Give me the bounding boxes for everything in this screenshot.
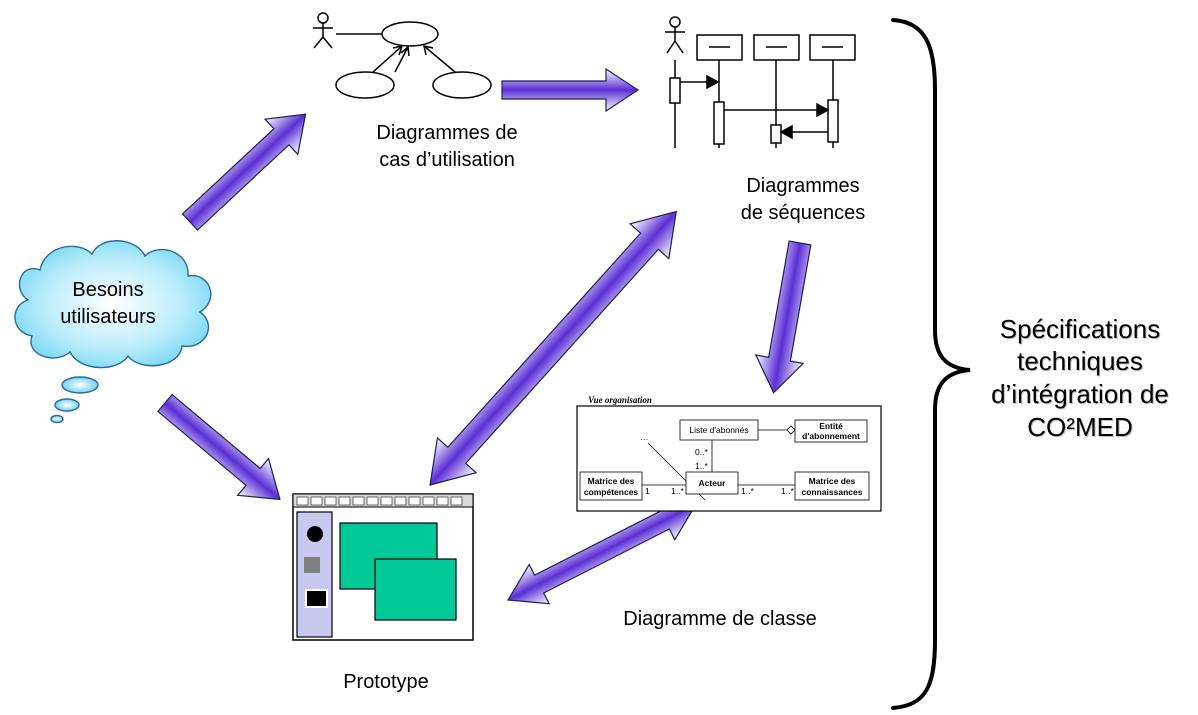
arrow-needs-to-usecase — [181, 113, 307, 231]
sequence-label-line2: de séquences — [741, 202, 866, 224]
usecase-diagram-icon — [313, 12, 492, 99]
class-acteur-label: Acteur — [699, 478, 727, 488]
class-liste-label: Liste d'abonnés — [689, 425, 748, 435]
mult-liste: 0..* — [695, 447, 708, 457]
class-entite-abonnement — [794, 419, 868, 443]
sequence-diagram-icon — [665, 16, 856, 148]
specs-label-group: Spécifications techniques d’intégration … — [991, 314, 1169, 442]
class-diagram-box: Vue organisation … Liste d'abonnés Entit… — [576, 395, 882, 512]
toolbar-icon-row — [296, 496, 463, 506]
black-square-icon — [305, 589, 328, 608]
needs-label-line1: Besoins — [72, 279, 143, 301]
class-matrice-connaissances — [794, 471, 870, 501]
ellipsis-text: … — [640, 432, 649, 442]
prototype-mockup — [292, 493, 474, 641]
class-competences-line2: compétences — [584, 487, 639, 497]
class-diagram-label: Diagramme de classe — [623, 608, 816, 630]
mult-left-2: 1..* — [671, 486, 684, 496]
mult-right-1: 1..* — [741, 486, 754, 496]
radio-circle-icon — [307, 526, 323, 542]
mult-left-1: 1 — [645, 486, 650, 496]
class-entite-line2: d'abonnement — [802, 431, 860, 441]
arrow-prototype-sequence-double — [429, 210, 677, 486]
sequence-label-line1: Diagrammes — [746, 175, 859, 197]
class-connaissances-line2: connaissances — [802, 487, 863, 497]
arrow-needs-to-prototype — [157, 393, 281, 501]
arrow-usecase-to-sequence — [501, 67, 640, 113]
green-window-front — [374, 558, 457, 621]
mult-right-2: 1..* — [781, 486, 794, 496]
arrow-sequence-to-class — [754, 240, 812, 394]
class-competences-line1: Matrice des — [588, 476, 635, 486]
class-diagram-title: Vue organisation — [588, 395, 652, 405]
gray-square-icon — [304, 557, 320, 573]
usecase-label-line1: Diagrammes de — [376, 122, 517, 144]
class-matrice-competences — [579, 471, 643, 501]
class-connaissances-line1: Matrice des — [809, 476, 856, 486]
specs-line1: Spécifications — [1000, 314, 1160, 344]
class-acteur — [685, 471, 739, 495]
usecase-label-line2: cas d’utilisation — [379, 149, 515, 171]
specs-line4: CO²MED — [1027, 412, 1132, 442]
user-needs-cloud — [14, 240, 212, 424]
right-curly-brace — [891, 18, 971, 710]
specs-line3: d’intégration de — [991, 379, 1169, 409]
prototype-label: Prototype — [343, 671, 429, 693]
needs-label-line2: utilisateurs — [60, 306, 156, 328]
mult-acteur-top: 1..* — [695, 461, 708, 471]
specs-line2: techniques — [1017, 346, 1143, 376]
class-entite-line1: Entité — [819, 421, 843, 431]
